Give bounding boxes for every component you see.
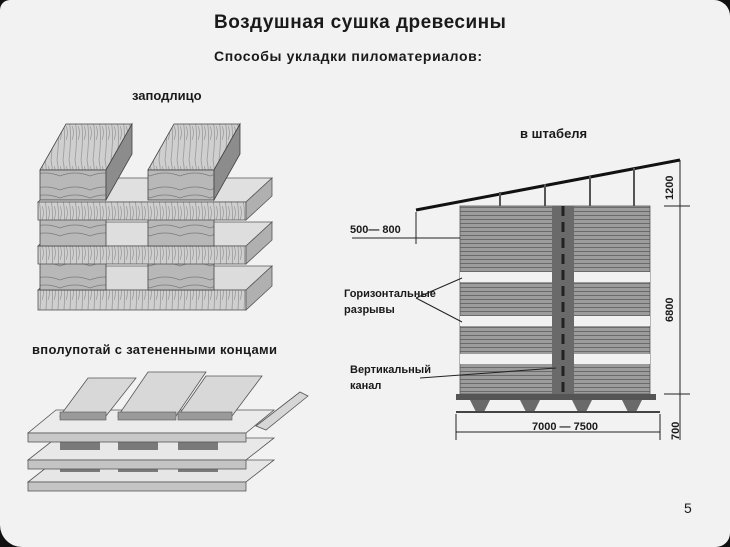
slide-title: Воздушная сушка древесины — [214, 12, 507, 33]
stack-illustration — [352, 158, 690, 440]
overhang-dimension: 500— 800 — [350, 224, 401, 236]
method-label-flush: заподлицо — [132, 88, 202, 103]
stack-length-dimension: 7000 — 7500 — [532, 421, 599, 433]
roof-height-dimension: 1200 — [664, 175, 676, 200]
base-height-dimension: 700 — [670, 421, 682, 440]
method-label-stack: в штабеля — [520, 126, 588, 141]
flush-stack-illustration — [36, 122, 274, 311]
halflap-stack-illustration — [26, 371, 309, 492]
stack-height-dimension: 6800 — [664, 297, 676, 322]
vertical-channel-label-line2: канал — [350, 380, 382, 392]
page-number: 5 — [684, 500, 692, 516]
vertical-channel-label-line1: Вертикальный — [350, 364, 431, 376]
horizontal-gaps-label-line1: Горизонтальные — [344, 288, 436, 300]
method-label-halflap: вполупотай с затененными концами — [32, 342, 278, 357]
slide-subtitle: Способы укладки пиломатериалов: — [214, 48, 483, 64]
horizontal-gaps-label-line2: разрывы — [344, 304, 395, 316]
